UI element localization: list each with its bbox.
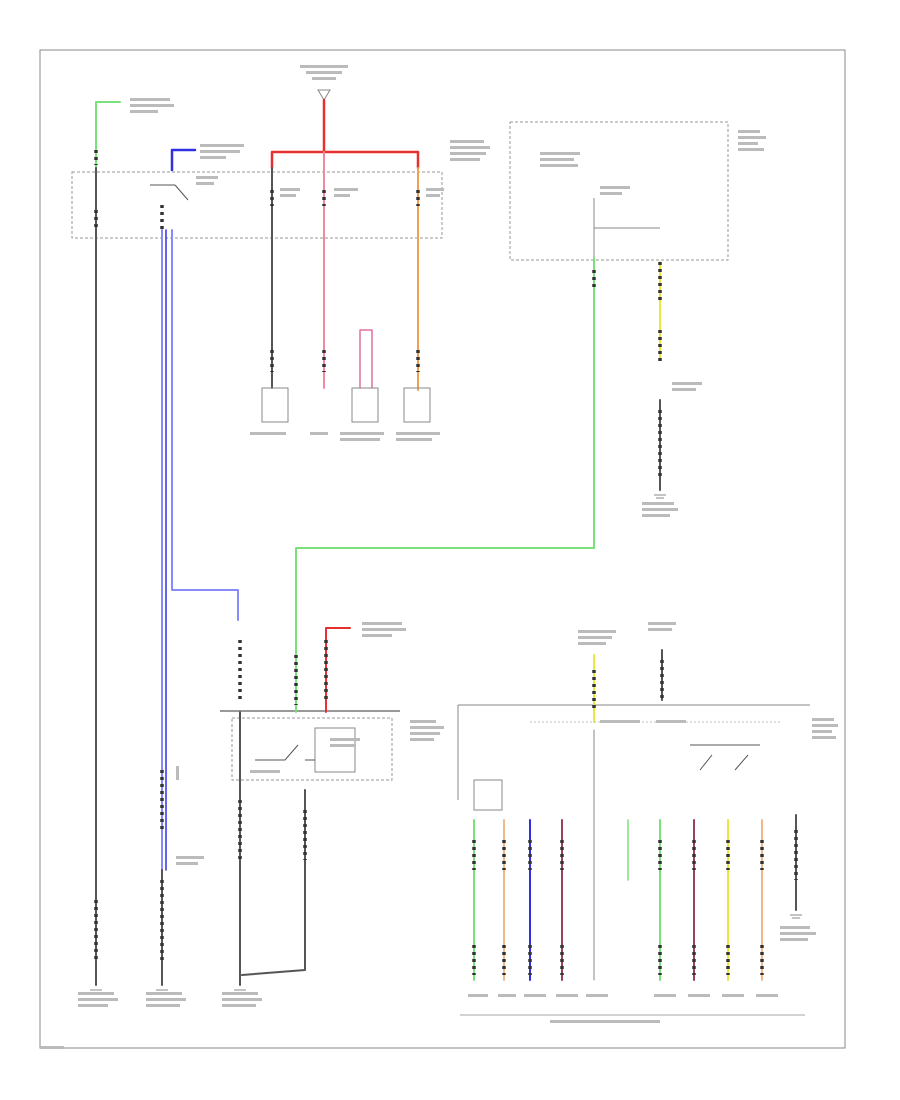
wire-light-blue xyxy=(161,229,239,871)
relay-box-middle xyxy=(220,710,400,712)
module-internal-box xyxy=(473,779,503,811)
relay-switch xyxy=(255,744,315,761)
wire-red-mid xyxy=(325,627,351,713)
load-box-2 xyxy=(351,387,379,423)
relay-box-inner xyxy=(314,727,356,773)
wire-green-long xyxy=(295,257,595,713)
switch-symbol xyxy=(150,184,189,201)
load-box-1 xyxy=(261,387,289,423)
body-control-module-box xyxy=(509,121,729,261)
wire-blue xyxy=(170,148,197,172)
wire-pink-short xyxy=(359,329,373,389)
diagram-frame xyxy=(39,49,846,1049)
relay-dash-box xyxy=(231,717,393,781)
wire-green-left xyxy=(95,101,121,169)
lower-module-connectors xyxy=(472,830,798,975)
wire-gray-relay xyxy=(239,711,306,986)
ground-symbols xyxy=(90,494,802,994)
lower-module-switches xyxy=(690,744,760,771)
label-placeholders xyxy=(40,65,838,1049)
load-box-3 xyxy=(403,387,431,423)
wire-red-bus xyxy=(270,98,420,170)
fuse-relay-box-upper xyxy=(71,171,443,239)
lower-right-module-bracket xyxy=(457,704,810,800)
power-source-symbol xyxy=(317,89,331,101)
